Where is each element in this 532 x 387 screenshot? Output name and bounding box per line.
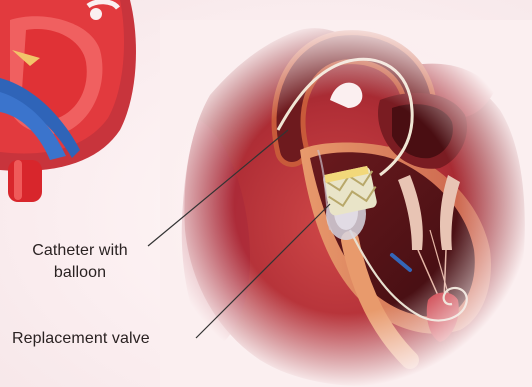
inset-heart [0,0,136,202]
replacement-valve-label: Replacement valve [12,328,150,350]
catheter-label-line1: Catheter with [14,240,146,262]
catheter-with-balloon-label: Catheter with balloon [14,240,146,284]
main-heart [160,20,532,387]
catheter-label-line2: balloon [14,262,146,284]
